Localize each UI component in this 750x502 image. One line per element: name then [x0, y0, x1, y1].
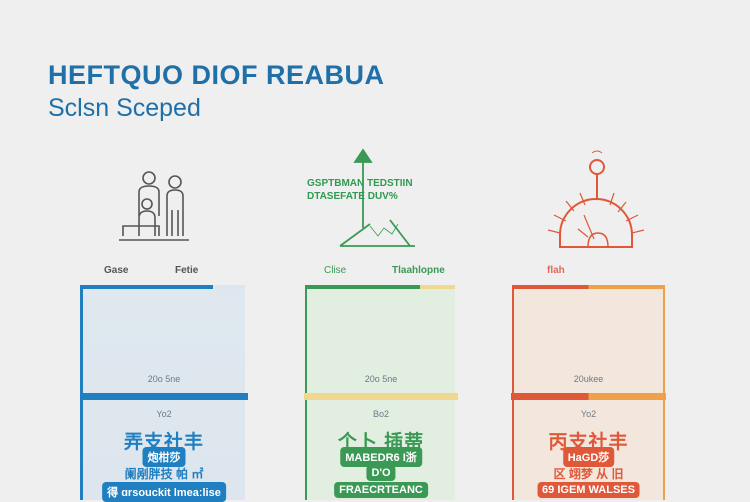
- panel-1: 20o 5ne Yo2 弄支社丰 炮柑莎 阑剐胖技 帕 ㎡ 得 ɑrsouсki…: [80, 285, 248, 502]
- panel-2-pill-2: FRAECRTEANC: [334, 482, 428, 498]
- panel-1-divider: [80, 393, 248, 400]
- panel-1-version: Yo2: [156, 409, 172, 419]
- panel-2-version: Bo2: [372, 409, 389, 419]
- column-2-label-2: Tlaahlopne: [392, 265, 445, 276]
- page-subtitle: Sclsn Sceped: [48, 94, 201, 122]
- column-2-label-1: Clise: [324, 265, 347, 276]
- panel-2-pill-1: MABEDR6 I浙: [340, 447, 422, 467]
- gauge-icon: [547, 150, 645, 248]
- panel-2-line: D'O: [366, 465, 396, 481]
- panel-2-year: 20o 5ne: [364, 374, 398, 384]
- panel-1-year: 20o 5ne: [147, 374, 181, 384]
- panel-3-divider: [511, 393, 666, 400]
- panel-3-version: Yo2: [580, 409, 597, 419]
- column-3-label-1: flah: [547, 265, 565, 276]
- panel-3-pill-1: HaGD莎: [562, 447, 615, 467]
- panel-2-divider: [304, 393, 458, 400]
- panel-2: 20o 5ne Bo2 个卜 插蒂 MABEDR6 I浙 D'O FRAECRT…: [304, 285, 458, 500]
- panel-3-year: 20ukee: [573, 374, 604, 384]
- column-1-label-1: Gase: [104, 265, 129, 276]
- panel-3-pill-2: 69 IGEM WALSES: [537, 482, 640, 498]
- panel-1-line: 阑剐胖技 帕 ㎡: [124, 467, 204, 481]
- panel-1-pill-1: 炮柑莎: [142, 447, 186, 467]
- growth-arrow-icon: [339, 148, 415, 247]
- panel-3-line: 区 翊梦 从 旧: [553, 467, 624, 481]
- panel-3: 20ukee Yo2 丙支社丰 HaGD莎 区 翊梦 从 旧 69 IGEM W…: [511, 285, 666, 500]
- column-1-label-2: Fetie: [175, 265, 199, 276]
- panel-1-pill-2: 得 ɑrsouсkit lmeaːlise: [102, 482, 226, 502]
- page-title: HEFTQUO DIOF REABUA: [48, 60, 385, 90]
- family-icon: [119, 171, 189, 241]
